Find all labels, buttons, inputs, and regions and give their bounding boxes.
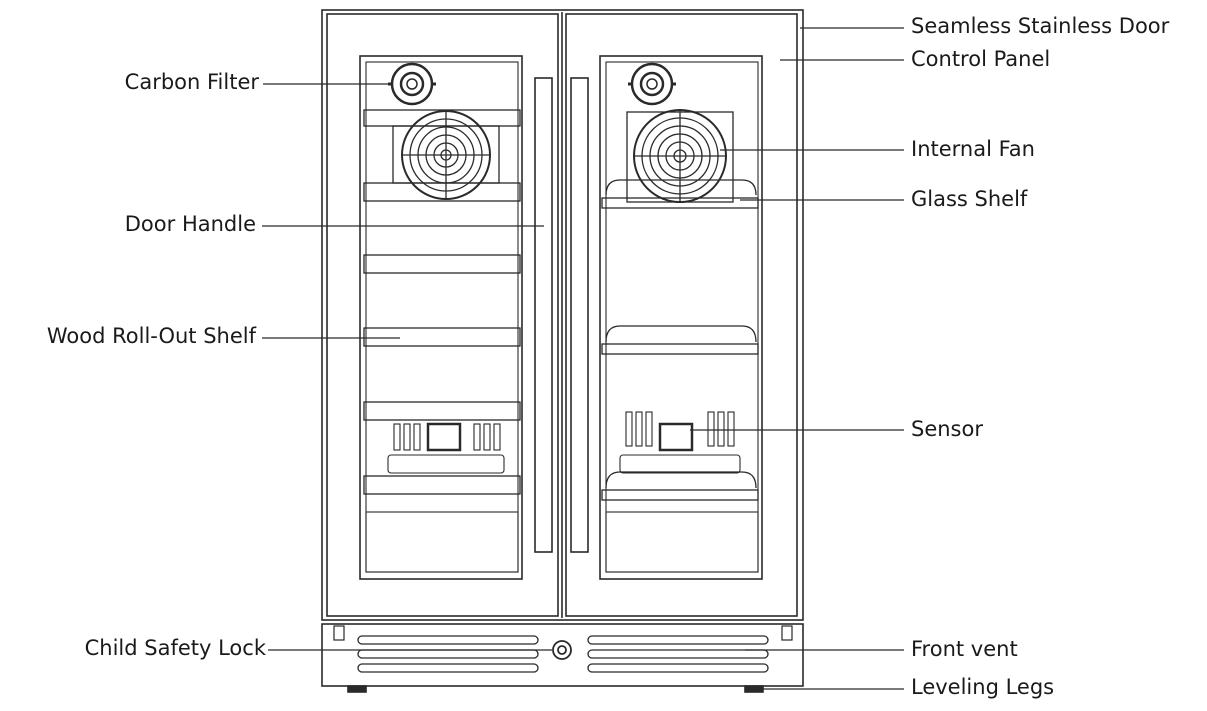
- left-inner-liner: [365, 61, 519, 573]
- label-door-handle: Door Handle: [124, 212, 256, 236]
- base-kick-plate: [321, 623, 804, 687]
- left-carbon-filter: [388, 62, 436, 106]
- left-internal-fan: [392, 110, 500, 200]
- label-leveling-legs: Leveling Legs: [911, 675, 1055, 699]
- right-door-handle: [570, 77, 589, 553]
- label-internal-fan: Internal Fan: [911, 137, 1035, 161]
- left-bottom-compartment: [365, 511, 519, 573]
- right-sensor-area: [619, 411, 741, 474]
- label-sensor: Sensor: [911, 417, 983, 441]
- cabinet-outline: [321, 9, 804, 621]
- label-front-vent: Front vent: [911, 637, 1018, 661]
- left-door-handle: [534, 77, 553, 553]
- left-wood-shelves: [363, 109, 521, 495]
- left-glass-window: [359, 55, 523, 580]
- left-door-frame: [326, 13, 559, 617]
- right-glass-shelves: [601, 179, 759, 501]
- label-child-safety-lock: Child Safety Lock: [84, 636, 266, 660]
- label-glass-shelf: Glass Shelf: [911, 187, 1028, 211]
- right-glass-window: [599, 55, 763, 580]
- label-control-panel: Control Panel: [911, 47, 1051, 71]
- right-door-frame: [565, 13, 798, 617]
- right-inner-liner: [605, 61, 759, 573]
- leveling-legs-drawing: [347, 685, 764, 693]
- label-wood-roll-out-shelf: Wood Roll-Out Shelf: [46, 324, 256, 348]
- child-safety-lock-drawing: [552, 640, 572, 660]
- right-bottom-compartment: [605, 511, 759, 573]
- label-carbon-filter: Carbon Filter: [124, 70, 259, 94]
- leader-lines: [262, 27, 904, 690]
- label-seamless-stainless-door: Seamless Stainless Door: [911, 14, 1170, 38]
- right-carbon-filter: [628, 62, 676, 106]
- left-sensor-area: [387, 422, 505, 474]
- right-internal-fan: [626, 109, 734, 203]
